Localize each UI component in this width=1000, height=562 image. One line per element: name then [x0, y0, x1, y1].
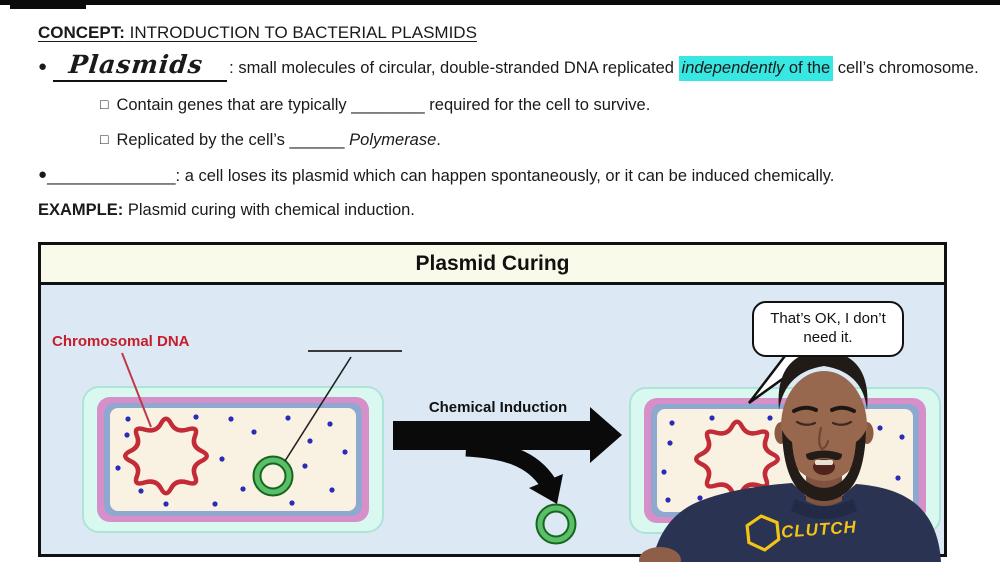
sub-bullet-polymerase: □ Replicated by the cell’s ______ Polymer…	[100, 131, 441, 150]
speech-bubble-line1: That’s OK, I don’t	[770, 310, 886, 328]
handwritten-answer-blank: Plasmids	[53, 50, 228, 82]
speech-bubble: That’s OK, I don’t need it.	[752, 301, 904, 357]
concept-label: CONCEPT:	[38, 23, 125, 42]
example-line: EXAMPLE: Plasmid curing with chemical in…	[38, 201, 415, 220]
handwritten-plasmids: Plasmids	[67, 50, 205, 79]
chemical-induction-label: Chemical Induction	[428, 399, 568, 416]
video-player-top-bar-notch	[10, 0, 86, 9]
video-player-top-bar	[0, 0, 1000, 5]
definition-line-curing: ●______________: a cell loses its plasmi…	[38, 166, 834, 186]
concept-title: INTRODUCTION TO BACTERIAL PLASMIDS	[124, 23, 477, 42]
genes-text-post: required for the cell to survive.	[424, 96, 651, 114]
curing-blank: ______________	[47, 167, 176, 185]
chromosomal-dna-label: Chromosomal DNA	[52, 333, 190, 350]
polymerase-text-pre: Replicated by the cell’s	[116, 131, 290, 149]
genes-text-pre: Contain genes that are typically	[116, 96, 352, 114]
highlight-word-rest: of the	[784, 59, 831, 77]
speech-bubble-line2: need it.	[803, 329, 853, 346]
example-text: Plasmid curing with chemical induction.	[123, 201, 415, 219]
example-label: EXAMPLE:	[38, 201, 124, 219]
highlight-word-italic: independently	[681, 59, 785, 77]
square-bullet-icon: □	[100, 96, 109, 112]
definition-text-post: cell’s chromosome.	[833, 59, 979, 77]
polymerase-period: .	[436, 131, 441, 149]
polymerase-blank: ______	[289, 131, 350, 149]
definition-colon: :	[229, 59, 239, 77]
bullet-icon: ●	[38, 166, 48, 183]
sub-bullet-genes: □ Contain genes that are typically ______…	[100, 96, 650, 115]
curing-text: : a cell loses its plasmid which can hap…	[175, 167, 835, 185]
concept-heading: CONCEPT: INTRODUCTION TO BACTERIAL PLASM…	[38, 23, 477, 43]
genes-blank: ________	[351, 96, 425, 114]
polymerase-word: Polymerase	[349, 131, 437, 149]
definition-line-plasmids: ● Plasmids: small molecules of circular, …	[38, 50, 979, 82]
highlighted-phrase: independently of the	[678, 56, 834, 81]
diagram-title: Plasmid Curing	[41, 245, 944, 285]
bullet-icon: ●	[38, 58, 48, 75]
square-bullet-icon: □	[100, 131, 109, 147]
definition-text-pre: small molecules of circular, double-stra…	[238, 59, 679, 77]
